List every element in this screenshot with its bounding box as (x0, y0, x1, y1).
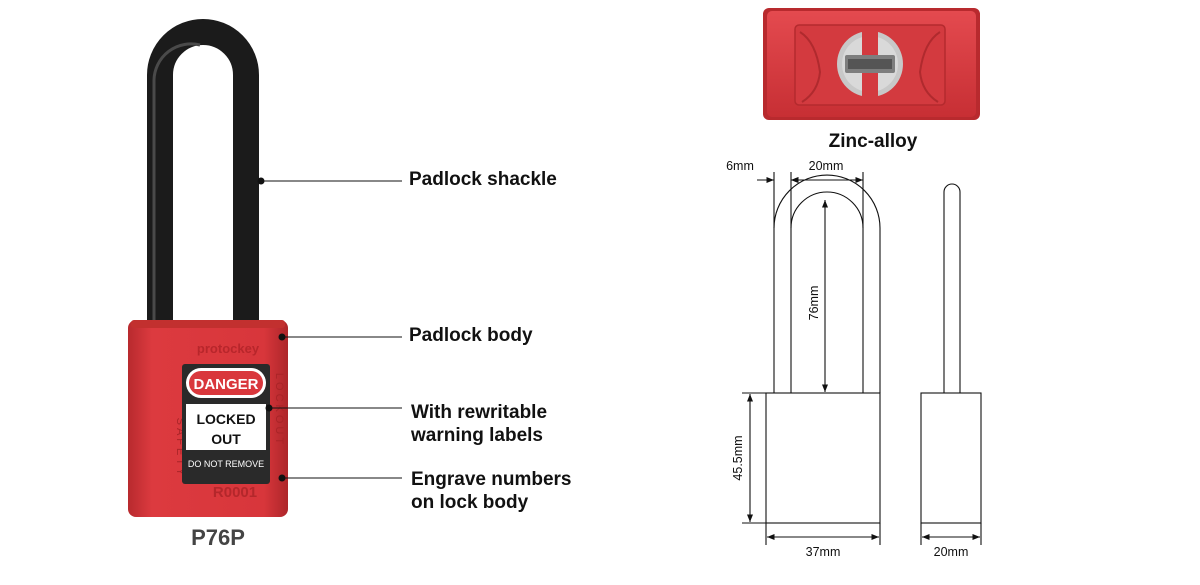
side-view-drawing: 20mm (920, 183, 982, 559)
callout-labels-line2: warning labels (410, 425, 543, 446)
body-top-face (131, 320, 285, 328)
callouts: Padlock shackle Padlock body With rewrit… (257, 169, 572, 513)
dim-shackle-diameter: 6mm (726, 159, 754, 173)
callout-dot (278, 474, 286, 482)
key-cylinder-photo (763, 8, 980, 120)
locked-text: LOCKED (196, 411, 255, 427)
side-text-right: LOCKOUT (273, 373, 285, 447)
brand-text: protockey (197, 341, 260, 356)
serial-number: R0001 (213, 484, 257, 501)
callout-engrave-line2: on lock body (411, 492, 529, 513)
danger-text: DANGER (193, 376, 258, 393)
out-text: OUT (211, 431, 241, 447)
callout-body: Padlock body (409, 325, 533, 346)
do-not-remove-text: DO NOT REMOVE (188, 459, 264, 469)
dim-body-depth: 20mm (934, 545, 969, 559)
shackle-highlight (152, 42, 201, 320)
callout-labels-line1: With rewritable (411, 402, 547, 423)
dim-body-width: 37mm (806, 545, 841, 559)
front-view-body (765, 392, 881, 524)
dim-shackle-inner-width: 20mm (809, 159, 844, 173)
callout-engrave-line1: Engrave numbers (411, 469, 572, 490)
callout-dot (257, 177, 265, 185)
side-view-body (920, 392, 982, 524)
callout-dot (278, 333, 286, 341)
material-label: Zinc-alloy (829, 131, 918, 152)
callout-shackle: Padlock shackle (409, 169, 557, 190)
padlock-illustration: protockey SAFETY LOCKOUT DANGER LOCKED O… (128, 19, 288, 550)
front-view-drawing: 6mm 20mm 76mm 45.5mm 37mm (726, 159, 881, 559)
side-view-shackle (943, 183, 961, 393)
callout-dot (265, 404, 273, 412)
model-name: P76P (191, 525, 245, 550)
dim-shackle-clearance: 76mm (807, 286, 821, 321)
dim-body-height: 45.5mm (731, 435, 745, 480)
warning-label: DANGER LOCKED OUT DO NOT REMOVE (182, 364, 270, 484)
padlock-shackle (147, 19, 259, 345)
